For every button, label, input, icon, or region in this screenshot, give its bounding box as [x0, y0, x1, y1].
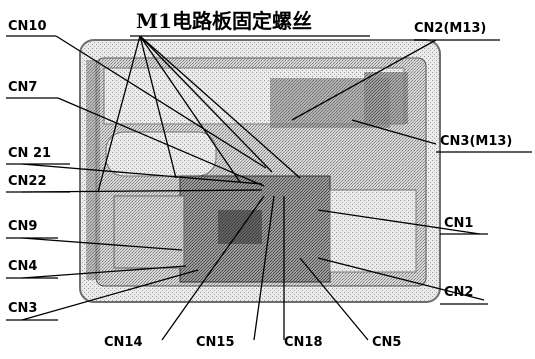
corner-component: [364, 72, 408, 124]
chassis-photo: [80, 40, 440, 302]
label-cn9: CN9: [8, 219, 37, 235]
label-cn21: CN 21: [8, 146, 51, 162]
right-block: [330, 190, 416, 272]
label-cn22: CN22: [8, 174, 47, 190]
board-chip: [218, 210, 262, 244]
label-cn14: CN14: [104, 335, 143, 351]
label-cn18: CN18: [284, 335, 323, 351]
label-cn1: CN1: [444, 216, 473, 232]
left-cylinder: [106, 132, 216, 176]
label-cn10: CN10: [8, 19, 47, 35]
label-cn5: CN5: [372, 335, 401, 351]
label-cn3-m13: CN3(M13): [440, 134, 512, 150]
label-cn7: CN7: [8, 80, 37, 96]
label-cn2: CN2: [444, 285, 473, 301]
diagram-title: M1电路板固定螺丝: [136, 9, 312, 33]
label-cn3: CN3: [8, 301, 37, 317]
heatsink-left: [114, 196, 184, 268]
label-cn4: CN4: [8, 259, 37, 275]
label-cn15: CN15: [196, 335, 235, 351]
label-cn2-m13: CN2(M13): [414, 21, 486, 37]
